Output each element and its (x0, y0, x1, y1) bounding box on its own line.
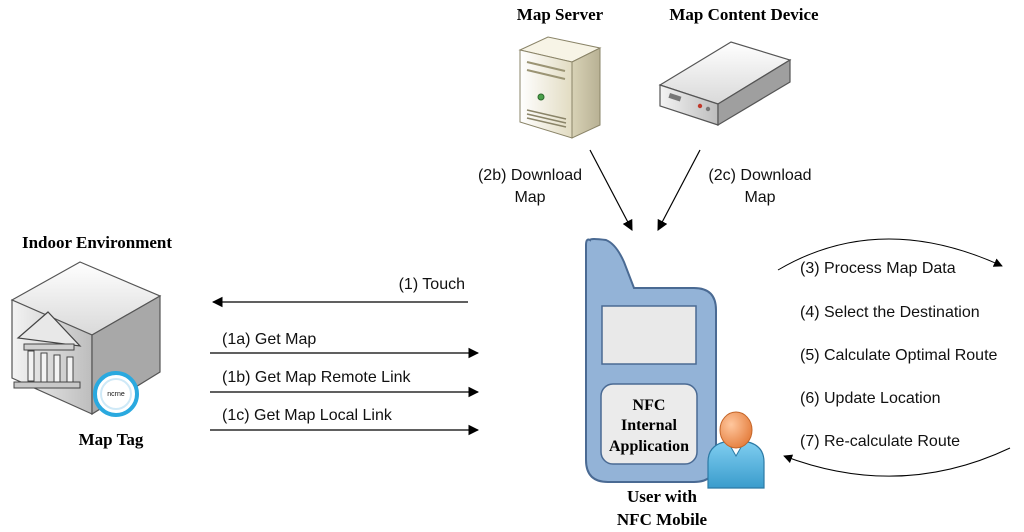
map-server-title: Map Server (517, 5, 604, 24)
map-content-device-title: Map Content Device (669, 5, 819, 24)
get-map-local-label: (1c) Get Map Local Link (222, 407, 393, 424)
get-map-remote-label: (1b) Get Map Remote Link (222, 369, 412, 386)
nfc-tag-icon: ncrne (93, 371, 139, 417)
process-start-arc-arrow (777, 238, 1003, 271)
indoor-environment-building-icon (10, 261, 162, 416)
process-end-arc-arrow (783, 447, 1011, 477)
tag-logo-text: ncrne (107, 391, 125, 398)
download-b-line2: Map (514, 189, 545, 206)
app-label-line1: NFC (633, 397, 666, 414)
nfc-internal-application-box (600, 383, 698, 465)
step-5-label: (5) Calculate Optimal Route (800, 347, 998, 364)
map-content-device-icon (658, 41, 792, 127)
nfc-mobile-phone-icon (585, 238, 717, 483)
app-label-line2: Internal (621, 417, 678, 434)
step-3-label: (3) Process Map Data (800, 260, 956, 277)
map-tag-label: Map Tag (79, 430, 144, 449)
touch-label: (1) Touch (399, 276, 465, 293)
download-c-arrow (657, 149, 701, 231)
user-label-line2: NFC Mobile (617, 510, 708, 529)
indoor-environment-title: Indoor Environment (22, 233, 172, 252)
app-label-line3: Application (609, 438, 689, 455)
map-server-icon (518, 36, 602, 139)
step-4-label: (4) Select the Destination (800, 304, 980, 321)
download-b-line1: (2b) Download (478, 167, 582, 184)
step-7-label: (7) Re-calculate Route (800, 433, 960, 450)
download-b-arrow (589, 149, 633, 231)
phone-screen (601, 305, 697, 365)
step-6-label: (6) Update Location (800, 390, 941, 407)
user-person-icon (707, 411, 765, 489)
download-c-line1: (2c) Download (708, 167, 811, 184)
get-map-label: (1a) Get Map (222, 331, 316, 348)
user-label-line1: User with (627, 487, 698, 506)
download-c-line2: Map (744, 189, 775, 206)
